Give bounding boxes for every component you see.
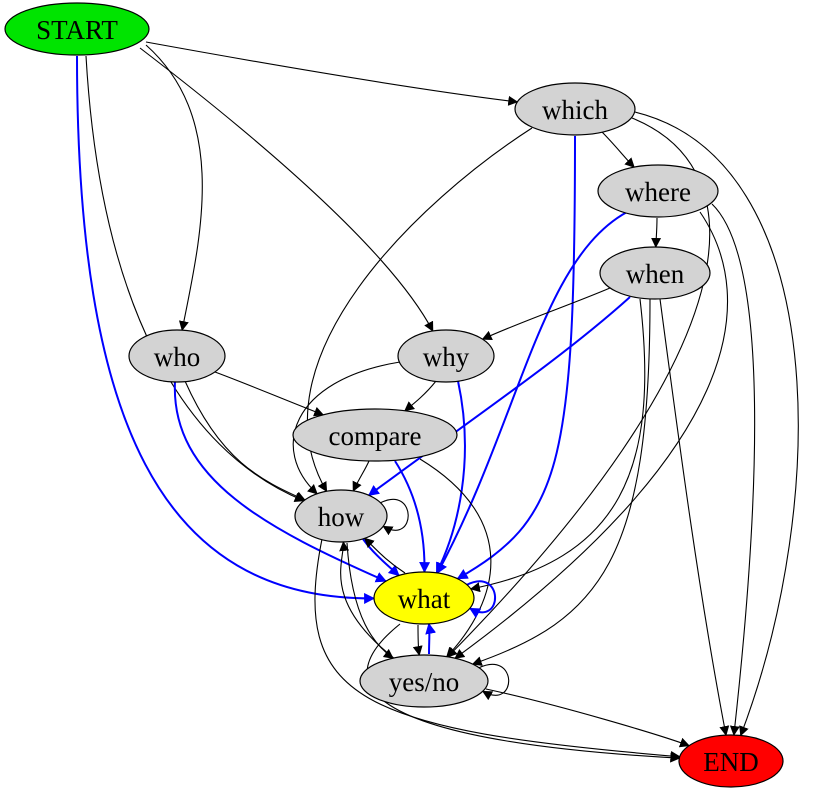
- edge-when-to-why: [481, 287, 611, 340]
- edge-yesno-to-end: [485, 688, 690, 748]
- edge-which-to-end: [634, 111, 799, 737]
- node-which: which: [514, 82, 636, 136]
- node-compare-shape: [292, 408, 458, 462]
- node-compare-label: compare: [329, 421, 422, 451]
- node-when-shape: [599, 246, 711, 300]
- node-yesno: yes/no: [359, 654, 489, 708]
- node-who: who: [128, 329, 226, 383]
- edge-who-to-how: [184, 380, 306, 501]
- node-why-shape: [397, 329, 495, 383]
- edge-start-to-who: [145, 44, 203, 332]
- edge-when-to-end: [659, 298, 730, 737]
- edge-how-to-yesno: [346, 542, 394, 659]
- edge-how-to-what: [362, 538, 400, 577]
- edge-when-to-what: [469, 298, 646, 593]
- node-who-shape: [128, 329, 226, 383]
- edge-start-to-how: [85, 55, 305, 502]
- edge-start-to-what: [76, 55, 376, 604]
- edge-what-to-how: [363, 537, 406, 574]
- edge-where-to-yesno: [454, 211, 729, 659]
- edge-why-to-compare: [404, 380, 437, 412]
- node-what-label: what: [398, 584, 451, 614]
- node-how-label: how: [318, 502, 365, 532]
- edge-how-to-how: [379, 498, 409, 536]
- edge-compare-to-how: [352, 460, 370, 492]
- edge-yesno-to-how: [339, 540, 396, 660]
- node-start-label: START: [36, 15, 118, 45]
- edge-why-to-what: [435, 380, 466, 574]
- node-why: why: [397, 329, 495, 383]
- node-start-shape: [4, 2, 150, 56]
- edge-what-to-yesno: [412, 624, 423, 657]
- node-what-shape: [373, 571, 475, 625]
- node-when-label: when: [626, 259, 685, 289]
- edge-yesno-to-what: [425, 622, 437, 655]
- node-who-label: who: [154, 342, 201, 372]
- edge-what-to-end: [366, 623, 681, 763]
- node-compare: compare: [292, 408, 458, 462]
- edge-which-to-where: [601, 131, 635, 168]
- node-when: when: [599, 246, 711, 300]
- node-end: END: [678, 734, 784, 788]
- node-where-label: where: [625, 177, 691, 207]
- edge-which-to-what: [456, 135, 576, 580]
- edge-where-to-what: [436, 211, 628, 574]
- node-which-label: which: [542, 95, 608, 125]
- edge-why-to-how: [292, 361, 401, 495]
- edge-who-to-compare: [214, 371, 325, 417]
- node-why-label: why: [423, 342, 470, 372]
- edge-compare-to-yesno: [419, 458, 492, 658]
- node-end-label: END: [703, 747, 759, 777]
- node-end-shape: [678, 734, 784, 788]
- nodes-layer: START which where when who why compare how what y…: [4, 2, 784, 788]
- node-yesno-shape: [359, 654, 489, 708]
- edge-what-to-what: [466, 580, 497, 619]
- edge-start-to-which: [145, 41, 519, 106]
- edges-layer: [76, 41, 799, 763]
- node-where-shape: [597, 164, 719, 218]
- edge-where-to-when: [651, 217, 662, 249]
- edge-how-to-end: [314, 538, 681, 761]
- node-yesno-label: yes/no: [389, 667, 460, 697]
- edge-which-to-yesno: [447, 117, 711, 658]
- edge-when-to-how: [367, 296, 631, 497]
- node-what: what: [373, 571, 475, 625]
- edge-start-to-why: [139, 47, 434, 332]
- node-start: START: [4, 2, 150, 56]
- node-how-shape: [294, 489, 388, 543]
- node-where: where: [597, 164, 719, 218]
- node-which-shape: [514, 82, 636, 136]
- node-how: how: [294, 489, 388, 543]
- edge-where-to-end: [711, 203, 756, 737]
- edge-yesno-to-yesno: [478, 663, 510, 701]
- edge-compare-to-what: [394, 460, 431, 574]
- edge-when-to-yesno: [471, 298, 651, 666]
